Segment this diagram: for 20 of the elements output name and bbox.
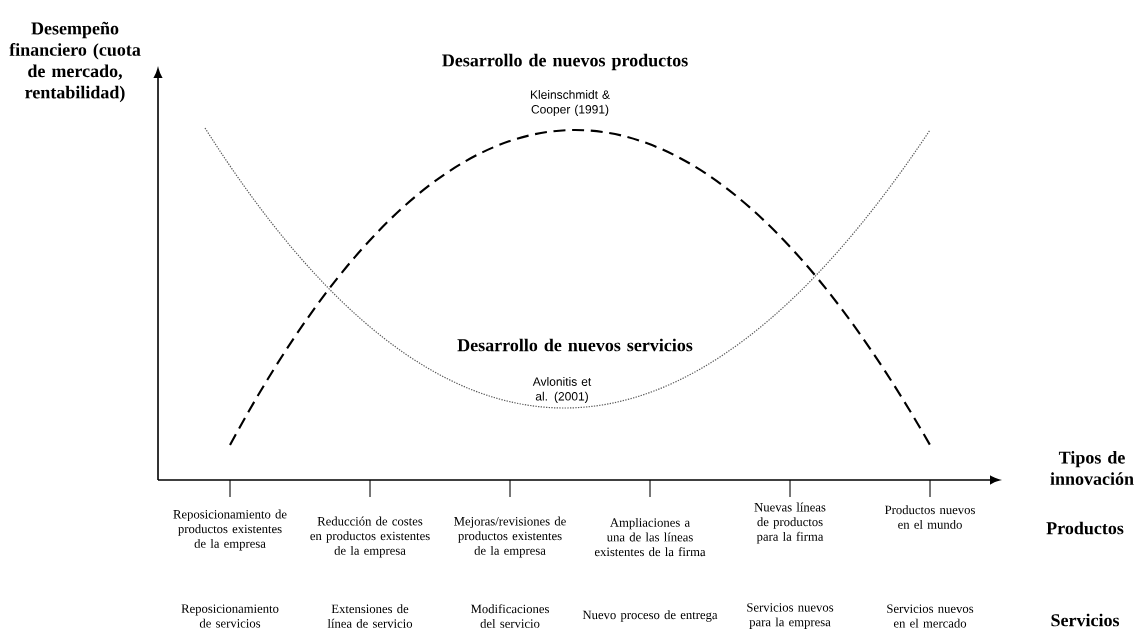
citation: Avlonitis et al. (2001) [532,377,592,403]
tick-label: Servicios nuevos en el mercado [887,604,974,628]
row-heading: Productos [1046,521,1124,535]
tick-label: Reducción de costes en productos existentes de la empresa [310,516,430,558]
tick-label: Mejoras/revisiones de productos existentes de la empresa [454,516,566,558]
citation: Kleinschmidt & Cooper (1991) [531,90,610,116]
tick-label: Extensiones de línea de servicio [327,604,413,628]
axis-label: Tipos de innovación [1050,451,1134,485]
curve-label: Desarrollo de nuevos productos [442,53,688,71]
tick-label: Reposicionamiento de servicios [181,604,279,628]
tick-label: Ampliaciones a una de las líneas existentes de la firma [594,517,706,557]
tick-label: Productos nuevos en el mundo [885,505,975,529]
tick-label: Servicios nuevos para la empresa [747,603,834,629]
axis-label: Desempeño financiero (cuota de mercado, rentabilidad) [9,21,141,103]
tick-label: Modificaciones del servicio [470,604,549,628]
tick-label: Nuevas líneas de productos para la firma [754,502,826,544]
row-heading: Servicios [1051,613,1120,627]
tick-label: Reposicionamiento de productos existentes de la empresa [173,509,287,551]
curve-label: Desarrollo de nuevos servicios [457,338,693,352]
tick-label: Nuevo proceso de entrega [582,610,718,622]
